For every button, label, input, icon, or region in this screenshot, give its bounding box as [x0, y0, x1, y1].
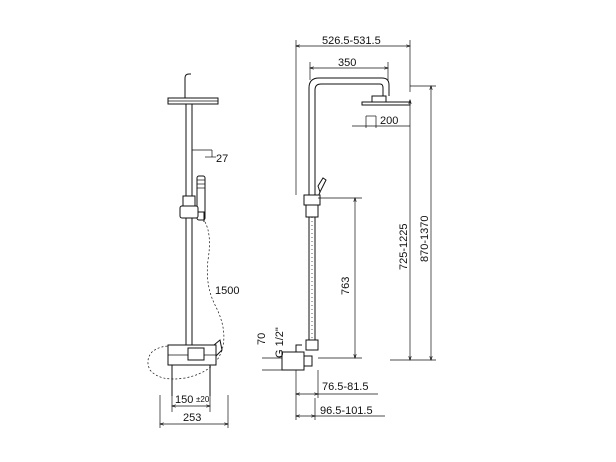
front-arm: [184, 73, 191, 98]
side-slider: [303, 194, 321, 206]
side-dim-thread: G 1/2": [274, 327, 286, 358]
front-hose: [147, 221, 225, 380]
front-dim-27: 27: [216, 153, 228, 165]
side-shower-head: [361, 101, 411, 106]
front-dim-150: 150: [175, 394, 193, 406]
side-dim-350: 350: [338, 57, 356, 69]
front-view: 27 1500 150 ±20 253: [147, 73, 239, 428]
side-dim-725: 725-1225: [398, 224, 410, 271]
side-dim-96: 96.5-101.5: [320, 405, 373, 417]
front-dim-1500: 1500: [215, 285, 239, 297]
side-shower-head-connector: [371, 95, 387, 103]
front-hand-shower: [196, 175, 206, 221]
side-dim-763: 763: [340, 277, 352, 295]
front-dim-253: 253: [183, 412, 201, 424]
front-dim-pm20: ±20: [196, 395, 210, 404]
side-hand-shower: [317, 177, 327, 194]
side-dim-76: 76.5-81.5: [322, 381, 368, 393]
side-dim-200: 200: [380, 115, 398, 127]
side-dim-70: 70: [256, 333, 268, 345]
side-arm: [308, 77, 390, 195]
front-slider: [182, 195, 196, 207]
side-view: 526.5-531.5 350 200 763: [256, 35, 436, 420]
side-dim-top: 526.5-531.5: [322, 35, 381, 47]
side-dim-870: 870-1370: [419, 216, 431, 263]
